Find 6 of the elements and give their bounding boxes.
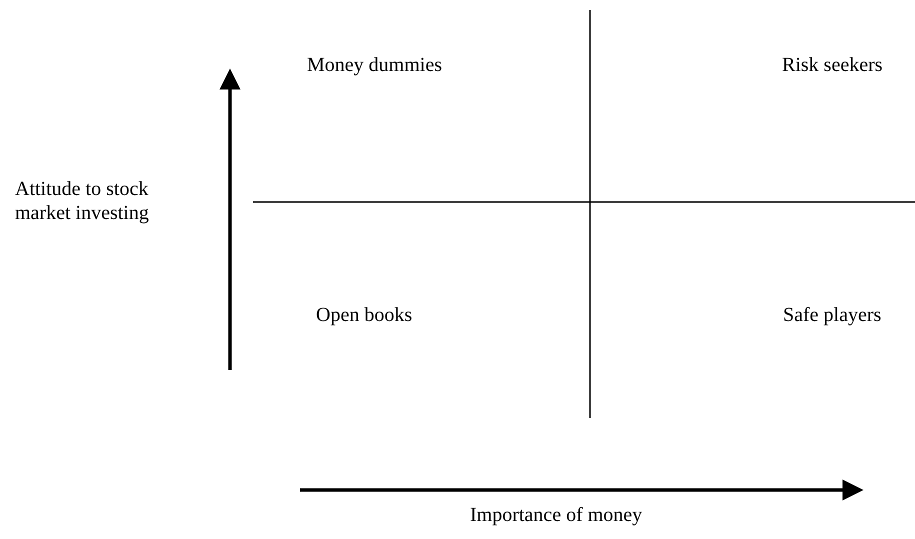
quadrant-label: Safe players	[783, 303, 882, 327]
axis-label: Attitude to stock market investing	[15, 177, 150, 225]
quadrant-label: Open books	[316, 303, 412, 327]
axis-label: Importance of money	[470, 503, 642, 527]
quadrant-label: Risk seekers	[782, 53, 883, 77]
quadrant-label: Money dummies	[307, 53, 442, 77]
